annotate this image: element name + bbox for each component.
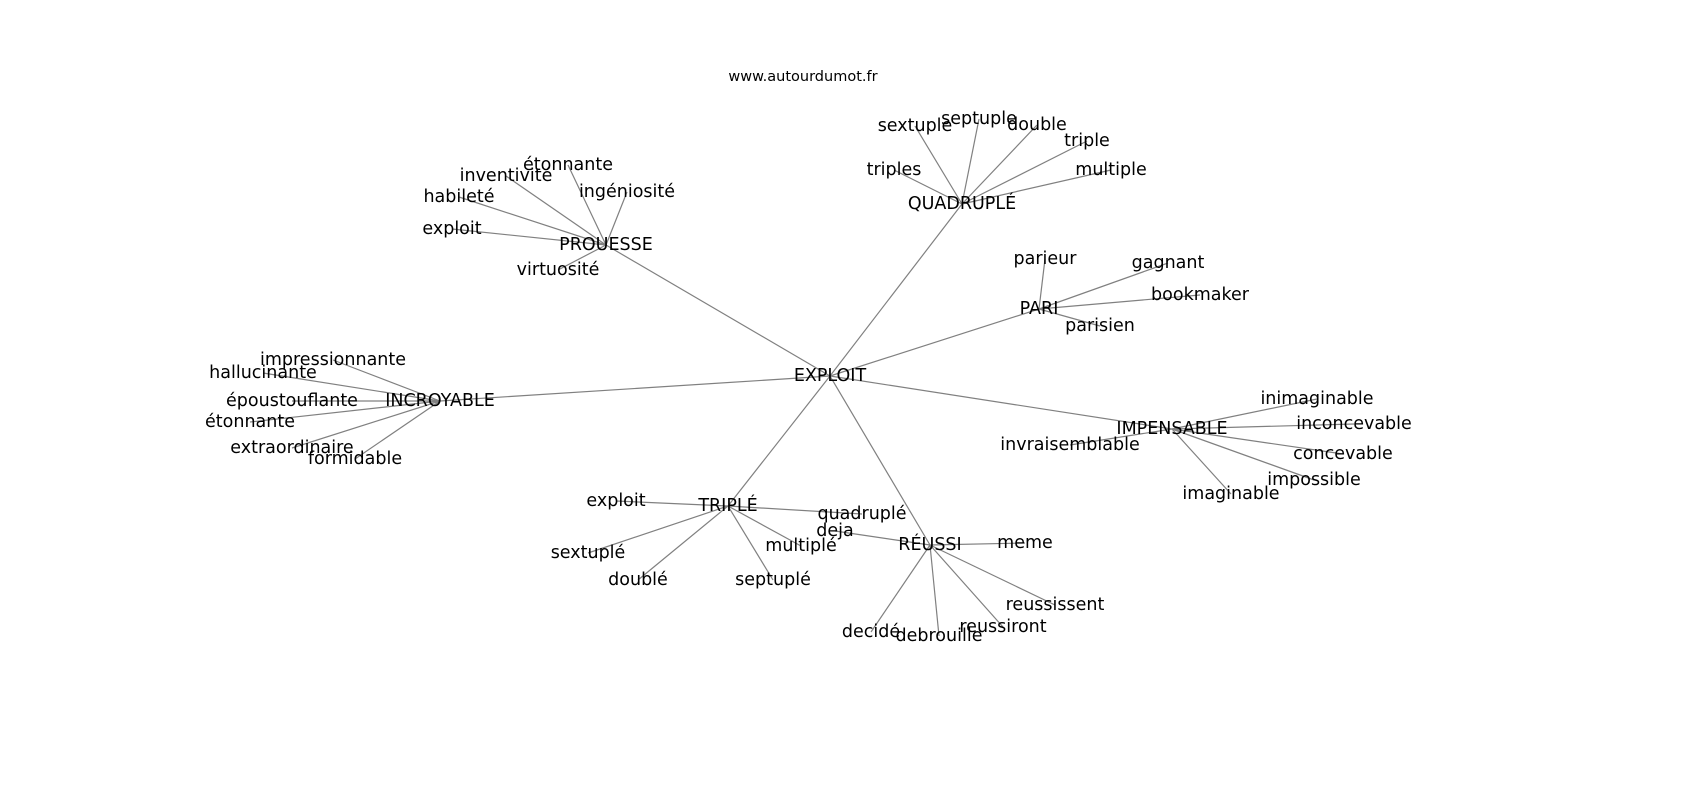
node-label-hallucinante: hallucinante xyxy=(209,363,317,383)
node-label-impossible: impossible xyxy=(1267,470,1361,490)
edge-reussi-deja xyxy=(834,530,931,546)
node-label-quadruple: quadruplé xyxy=(817,504,906,524)
node-label-concevable: concevable xyxy=(1293,444,1393,464)
edge-reussi-decide xyxy=(870,544,931,633)
edge-triple-exploit xyxy=(615,500,729,507)
node-label-parisien: parisien xyxy=(1065,316,1135,336)
node-label-septuple: septuplé xyxy=(735,570,811,590)
node-label-impressionnante: impressionnante xyxy=(260,350,406,370)
edge-impensable-concevable xyxy=(1171,428,1344,455)
node-label-septuple: septuple xyxy=(941,109,1017,129)
edge-impensable-impossible xyxy=(1171,428,1315,481)
edge-incroyable-extraordinaire xyxy=(291,400,441,449)
edge-reussi-reussissent xyxy=(929,544,1056,606)
edge-pari-gagnant xyxy=(1038,262,1169,310)
node-label-invraisemblable: invraisemblable xyxy=(1000,435,1139,455)
node-label-imaginable: imaginable xyxy=(1182,484,1279,504)
node-label-ingeniosite: ingéniosité xyxy=(579,182,675,202)
edge-pari-parisien xyxy=(1038,308,1101,327)
edge-exploit-triple xyxy=(727,375,831,507)
node-label-quadruple: QUADRUPLÉ xyxy=(908,192,1016,214)
edge-prouesse-virtuosite xyxy=(557,244,607,271)
node-label-etonnante: étonnante xyxy=(205,412,295,432)
edge-impensable-invraisemblable xyxy=(1069,428,1173,446)
node-label-deja: deja xyxy=(816,521,853,541)
edge-impensable-inconcevable xyxy=(1171,423,1355,430)
edge-impensable-inimaginable xyxy=(1171,398,1318,430)
edge-quadruple-sextuple xyxy=(914,125,963,205)
edge-prouesse-habilete xyxy=(458,196,607,246)
node-label-debrouille: debrouille xyxy=(896,626,983,646)
node-label-gagnant: gagnant xyxy=(1132,253,1205,273)
edge-triple-multiple xyxy=(727,505,802,547)
node-label-bookmaker: bookmaker xyxy=(1151,285,1250,305)
node-label-triple: triple xyxy=(1064,131,1110,151)
node-label-extraordinaire: extraordinaire xyxy=(230,438,353,458)
node-label-inventivite: inventivité xyxy=(460,166,553,186)
node-label-inimaginable: inimaginable xyxy=(1260,389,1373,409)
node-label-reussiront: reussiront xyxy=(959,617,1046,637)
edge-prouesse-etonnante xyxy=(567,164,607,246)
site-label: www.autourdumot.fr xyxy=(728,69,877,85)
edge-impensable-imaginable xyxy=(1171,428,1232,495)
node-label-sextuple: sextuple xyxy=(878,116,953,136)
edge-reussi-reussiront xyxy=(929,544,1004,628)
edge-prouesse-ingeniosite xyxy=(605,191,628,246)
edge-triple-quadruple xyxy=(727,505,863,515)
edges-layer xyxy=(249,118,1355,637)
edge-exploit-reussi xyxy=(829,375,931,546)
edge-triple-sextuple xyxy=(587,505,729,554)
node-label-inconcevable: inconcevable xyxy=(1296,414,1412,434)
node-label-triples: triples xyxy=(867,160,922,180)
node-label-multiple: multiplé xyxy=(765,536,836,556)
edge-incroyable-hallucinante xyxy=(262,372,441,402)
edge-quadruple-double xyxy=(961,124,1038,205)
edge-quadruple-multiple xyxy=(961,169,1112,205)
edge-incroyable-impressionnante xyxy=(332,359,441,402)
edge-reussi-meme xyxy=(929,542,1026,546)
edge-quadruple-triple xyxy=(961,140,1088,205)
node-label-habilete: habileté xyxy=(423,187,494,207)
nodes-layer: EXPLOIT PROUESSE QUADRUPLÉ PARI INCROYABLE IM… xyxy=(205,109,1412,646)
edge-reussi-debrouille xyxy=(929,544,940,637)
node-label-incroyable: INCROYABLE xyxy=(385,391,495,411)
node-label-virtuosite: virtuosité xyxy=(517,260,600,280)
node-label-reussissent: reussissent xyxy=(1006,595,1105,615)
node-label-meme: meme xyxy=(997,533,1053,553)
edge-prouesse-inventivite xyxy=(505,175,607,246)
edge-exploit-quadruple xyxy=(829,203,963,377)
node-label-double: double xyxy=(1007,115,1067,135)
node-label-epoustouflante: époustouflante xyxy=(226,391,358,411)
node-label-sextuple: sextuplé xyxy=(551,543,626,563)
edge-triple-double xyxy=(637,505,729,581)
node-label-exploit: EXPLOIT xyxy=(794,366,867,386)
edge-pari-parieur xyxy=(1038,258,1046,310)
node-label-parieur: parieur xyxy=(1014,249,1078,269)
node-label-etonnante: étonnante xyxy=(523,155,613,175)
node-label-impensable: IMPENSABLE xyxy=(1116,419,1227,439)
node-label-triple: TRIPLÉ xyxy=(697,494,757,516)
node-label-exploit: exploit xyxy=(586,491,645,511)
node-label-exploit: exploit xyxy=(422,219,481,239)
edge-incroyable-formidable xyxy=(354,400,441,460)
edge-exploit-prouesse xyxy=(605,244,831,377)
edge-exploit-impensable xyxy=(829,375,1173,430)
edge-incroyable-etonnante xyxy=(249,400,441,423)
edge-exploit-incroyable xyxy=(439,375,831,402)
edge-exploit-pari xyxy=(829,308,1040,377)
edge-triple-septuple xyxy=(727,505,774,581)
node-label-pari: PARI xyxy=(1020,299,1059,319)
edge-quadruple-triples xyxy=(893,169,963,205)
node-label-prouesse: PROUESSE xyxy=(559,235,653,255)
node-label-multiple: multiple xyxy=(1075,160,1146,180)
node-label-decide: decidé xyxy=(842,622,900,642)
edge-prouesse-exploit xyxy=(451,228,607,246)
edge-pari-bookmaker xyxy=(1038,294,1201,310)
node-label-double: doublé xyxy=(608,570,668,590)
edge-quadruple-septuple xyxy=(961,118,980,205)
node-label-formidable: formidable xyxy=(308,449,402,469)
node-label-reussi: RÉUSSI xyxy=(898,533,961,555)
